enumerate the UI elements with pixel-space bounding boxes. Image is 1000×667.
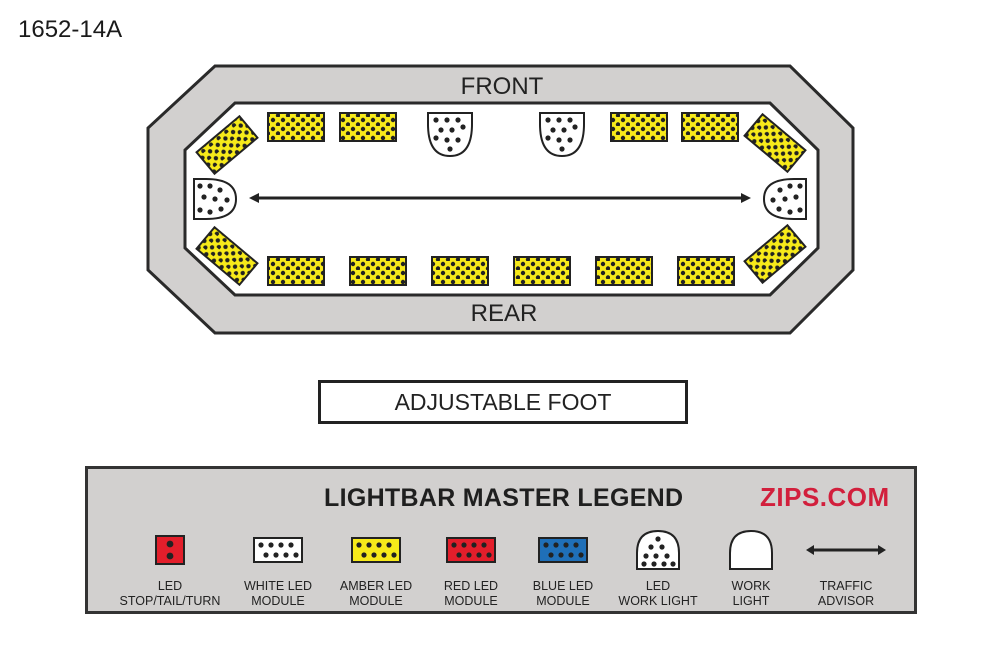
amber-led-module (195, 225, 259, 287)
legend-text: MODULE (349, 594, 403, 608)
adjustable-foot: ADJUSTABLE FOOT (318, 380, 688, 424)
amber-led-module-icon (351, 537, 401, 563)
led-work-light-icon (636, 529, 680, 570)
legend-text: RED LED (443, 579, 499, 593)
side-work-lights (193, 178, 807, 220)
amber-led-module (610, 112, 668, 142)
legend-text: AMBER LED (339, 579, 413, 593)
stop-tail-turn-icon (155, 535, 185, 565)
work-light-icon (729, 529, 773, 570)
front-work-lights (427, 112, 585, 158)
front-label: FRONT (460, 73, 544, 100)
amber-led-module (431, 256, 489, 286)
blue-led-module-icon (538, 537, 588, 563)
amber-led-module (743, 223, 807, 285)
red-led-module-icon (446, 537, 496, 563)
amber-led-module (513, 256, 571, 286)
legend-item-work-light: WORK LIGHT (696, 529, 806, 609)
legend-item-red-led: RED LED MODULE (416, 529, 526, 609)
amber-led-module (595, 256, 653, 286)
legend-text: STOP/TAIL/TURN (119, 594, 221, 608)
led-work-light (427, 112, 473, 158)
amber-led-module (349, 256, 407, 286)
amber-led-module (677, 256, 735, 286)
amber-led-module (743, 112, 807, 174)
legend-panel: LIGHTBAR MASTER LEGEND ZIPS.COM LED STOP… (85, 466, 917, 614)
legend-item-blue-led: BLUE LED MODULE (508, 529, 618, 609)
traffic-advisor-bar (249, 193, 751, 203)
legend-item-white-led: WHITE LED MODULE (223, 529, 333, 609)
legend-text: LED (645, 579, 671, 593)
legend-text: MODULE (251, 594, 305, 608)
legend-item-led-work-light: LED WORK LIGHT (603, 529, 713, 609)
legend-text: WHITE LED (243, 579, 313, 593)
legend-text: LIGHT (732, 594, 770, 608)
legend-text: WORK LIGHT (618, 594, 698, 608)
legend-text: WORK (731, 579, 771, 593)
model-id: 1652-14A (18, 16, 123, 43)
amber-led-module (267, 112, 325, 142)
rear-amber-modules (267, 256, 735, 286)
amber-led-module (195, 114, 259, 176)
legend-item-amber-led: AMBER LED MODULE (321, 529, 431, 609)
adjustable-foot-label: ADJUSTABLE FOOT (394, 388, 612, 415)
legend-text: ADVISOR (817, 594, 875, 608)
legend-item-stop-tail-turn: LED STOP/TAIL/TURN (115, 529, 225, 609)
legend-title: LIGHTBAR MASTER LEGEND (324, 484, 684, 512)
legend-text: MODULE (444, 594, 498, 608)
traffic-advisor-icon (806, 545, 886, 555)
amber-led-module (339, 112, 397, 142)
lightbar-diagram (146, 64, 855, 335)
legend-text: BLUE LED (532, 579, 594, 593)
rear-label: REAR (470, 300, 538, 327)
legend-text: TRAFFIC (819, 579, 873, 593)
white-led-module-icon (253, 537, 303, 563)
legend-text: LED (157, 579, 183, 593)
amber-led-module (267, 256, 325, 286)
legend-text: MODULE (536, 594, 590, 608)
led-work-light (539, 112, 585, 158)
amber-led-module (681, 112, 739, 142)
brand-logo: ZIPS.COM (760, 482, 890, 512)
legend-item-traffic-advisor: TRAFFIC ADVISOR (791, 529, 901, 609)
corner-amber-modules (195, 112, 807, 287)
front-amber-modules (267, 112, 739, 142)
